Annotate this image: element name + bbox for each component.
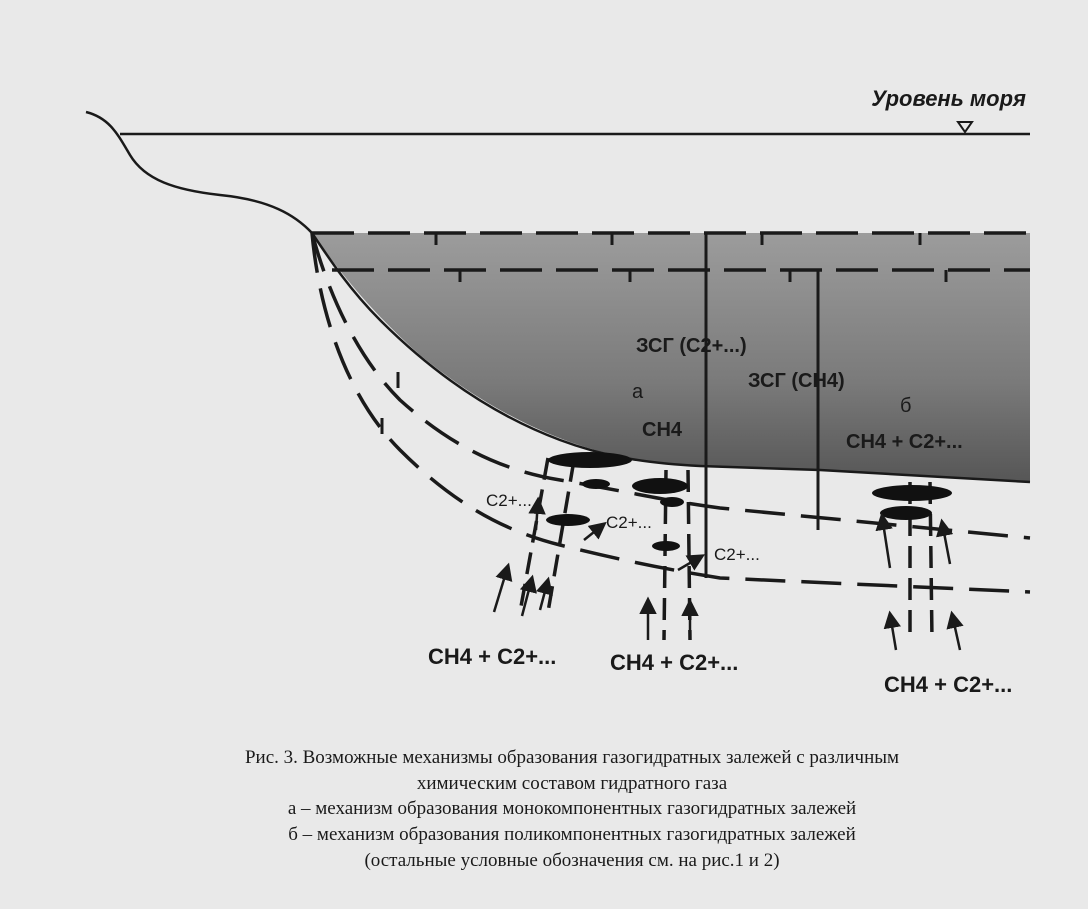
c2-label-2: C2+...: [606, 513, 652, 532]
seabed-profile: [85, 110, 1031, 484]
c2-label-1: C2+...: [486, 491, 532, 510]
mechanism-label-a: а: [632, 381, 644, 403]
c2-label-3: C2+...: [714, 545, 760, 564]
caption-line-5: (остальные условные обозначения см. на р…: [364, 850, 779, 871]
sea-level-marker: [956, 121, 974, 134]
sea-level-label: Уровень моря: [871, 86, 1026, 111]
zone-label-ch4: ЗСГ (CH4): [748, 370, 845, 392]
zone-label-c2: ЗСГ (C2+...): [636, 335, 747, 357]
caption-line-2: химическим составом гидратного газа: [417, 773, 728, 794]
flux-label-3: CH4 + C2+...: [884, 672, 1012, 697]
caption-line-4: б – механизм образования поликомпонентны…: [288, 824, 855, 845]
mechanism-label-b: б: [900, 395, 911, 417]
figure-caption: Рис. 3. Возможные механизмы образования …: [245, 747, 899, 871]
hydrate-stability-zone: [312, 233, 1030, 482]
caption-line-1: Рис. 3. Возможные механизмы образования …: [245, 747, 899, 768]
gas-label-b: CH4 + C2+...: [846, 431, 963, 453]
boundary-ticks: [380, 233, 948, 434]
hydrate-deposits: [546, 452, 952, 551]
gas-label-a: CH4: [642, 419, 683, 441]
migration-arrows: [492, 496, 964, 651]
zone-boundaries: [310, 231, 1031, 594]
flux-label-1: CH4 + C2+...: [428, 644, 556, 669]
flux-label-2: CH4 + C2+...: [610, 650, 738, 675]
caption-line-3: а – механизм образования монокомпонентны…: [288, 798, 856, 819]
